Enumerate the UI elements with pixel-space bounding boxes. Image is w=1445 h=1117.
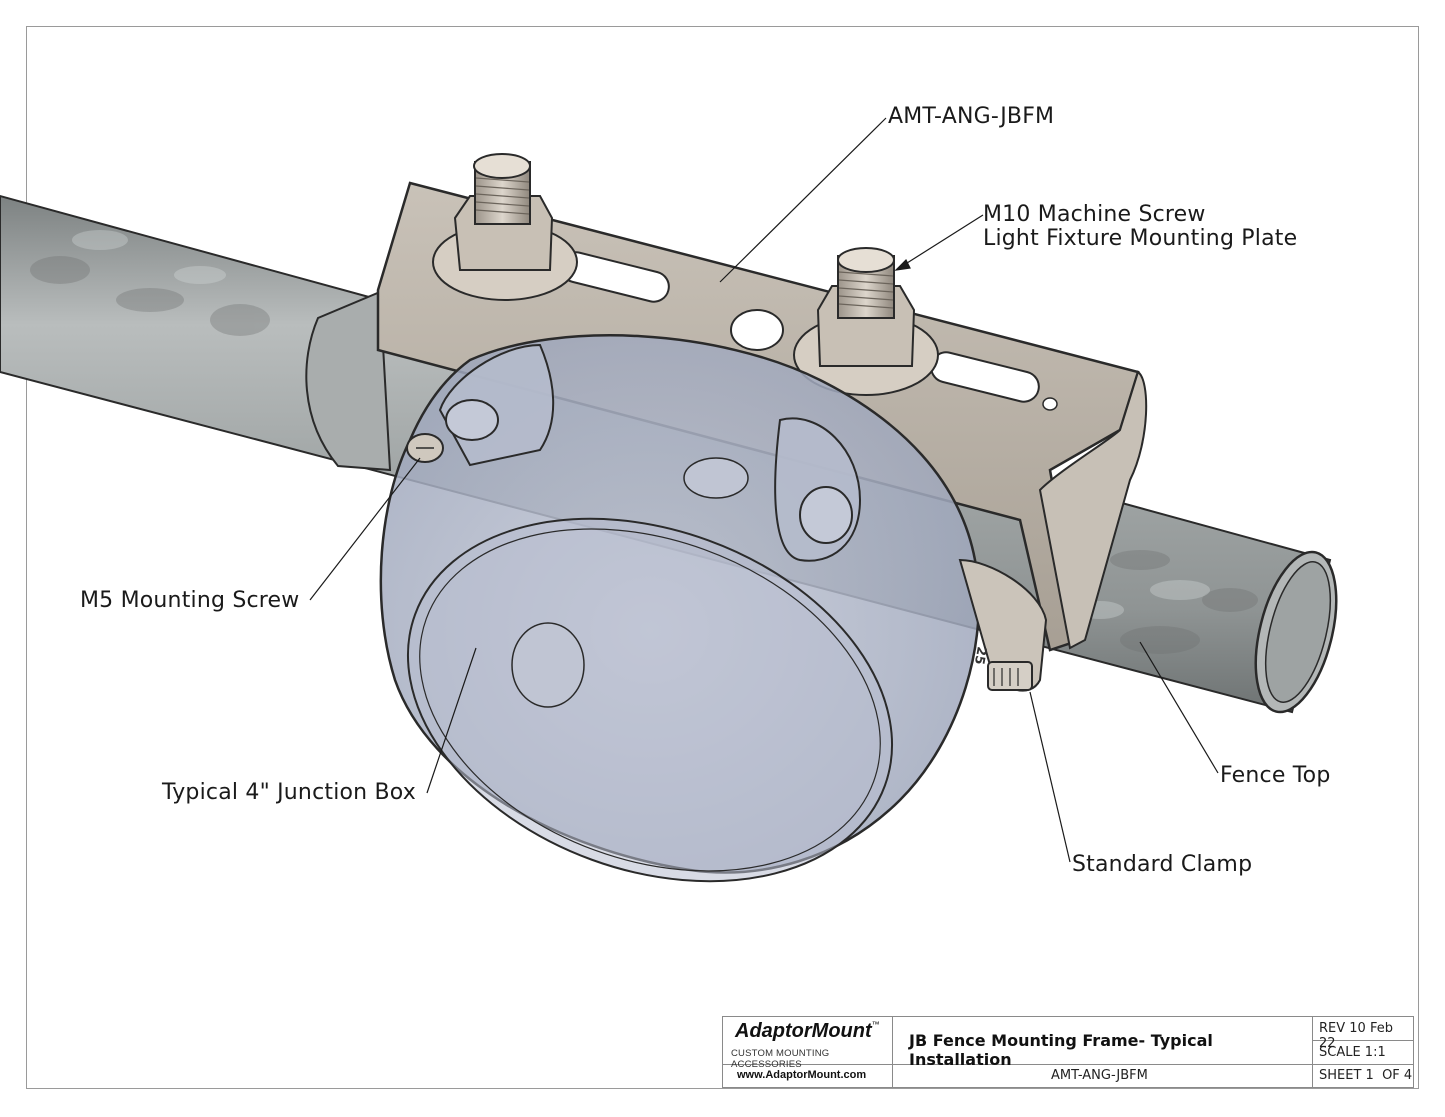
- revision-cell: REV 10 Feb 22: [1313, 1017, 1413, 1051]
- callout-part-number: AMT-ANG-JBFM: [888, 104, 1055, 129]
- drawing-title: JB Fence Mounting Frame- Typical Install…: [909, 1031, 1213, 1069]
- callout-mounting-plate: Light Fixture Mounting Plate: [983, 226, 1298, 251]
- website-cell: www.AdaptorMount.com: [723, 1065, 893, 1087]
- scale-cell: SCALE 1:1: [1313, 1041, 1413, 1065]
- m5-screw-left: [406, 433, 444, 463]
- drawing-sheet-border: [26, 26, 1419, 1089]
- trademark-mark: ™: [871, 1020, 880, 1029]
- callout-m10-screw: M10 Machine Screw: [983, 202, 1206, 227]
- leader-lines: [309, 117, 1219, 863]
- callout-m5-screw: M5 Mounting Screw: [80, 588, 300, 613]
- title-cell: JB Fence Mounting Frame- Typical Install…: [893, 1017, 1313, 1069]
- title-block: AdaptorMount™ CUSTOM MOUNTING ACCESSORIE…: [722, 1016, 1414, 1088]
- junction-box: [379, 334, 981, 883]
- part-number-cell: AMT-ANG-JBFM: [893, 1065, 1313, 1087]
- sheet-text: SHEET 1 OF 4: [1319, 1068, 1413, 1083]
- brand-cell: AdaptorMount™ CUSTOM MOUNTING ACCESSORIE…: [723, 1017, 893, 1070]
- m10-screw-left: [432, 153, 578, 301]
- drawing-part-number: AMT-ANG-JBFM: [1051, 1068, 1148, 1083]
- revision-text: REV 10 Feb 22: [1319, 1021, 1393, 1051]
- callout-junction-box: Typical 4" Junction Box: [162, 780, 417, 805]
- sheet-cell: SHEET 1 OF 4: [1313, 1065, 1413, 1087]
- m10-screw-right: [793, 247, 939, 396]
- callout-fence-top: Fence Top: [1220, 763, 1331, 788]
- clamp-marking: 25: [971, 645, 989, 665]
- standard-clamp: 25: [958, 558, 1048, 692]
- brand-tagline: CUSTOM MOUNTING ACCESSORIES: [731, 1048, 830, 1070]
- callout-standard-clamp: Standard Clamp: [1072, 852, 1253, 877]
- brand-name: AdaptorMount: [735, 1020, 872, 1042]
- website-link[interactable]: www.AdaptorMount.com: [737, 1069, 867, 1081]
- scale-text: SCALE 1:1: [1319, 1045, 1386, 1060]
